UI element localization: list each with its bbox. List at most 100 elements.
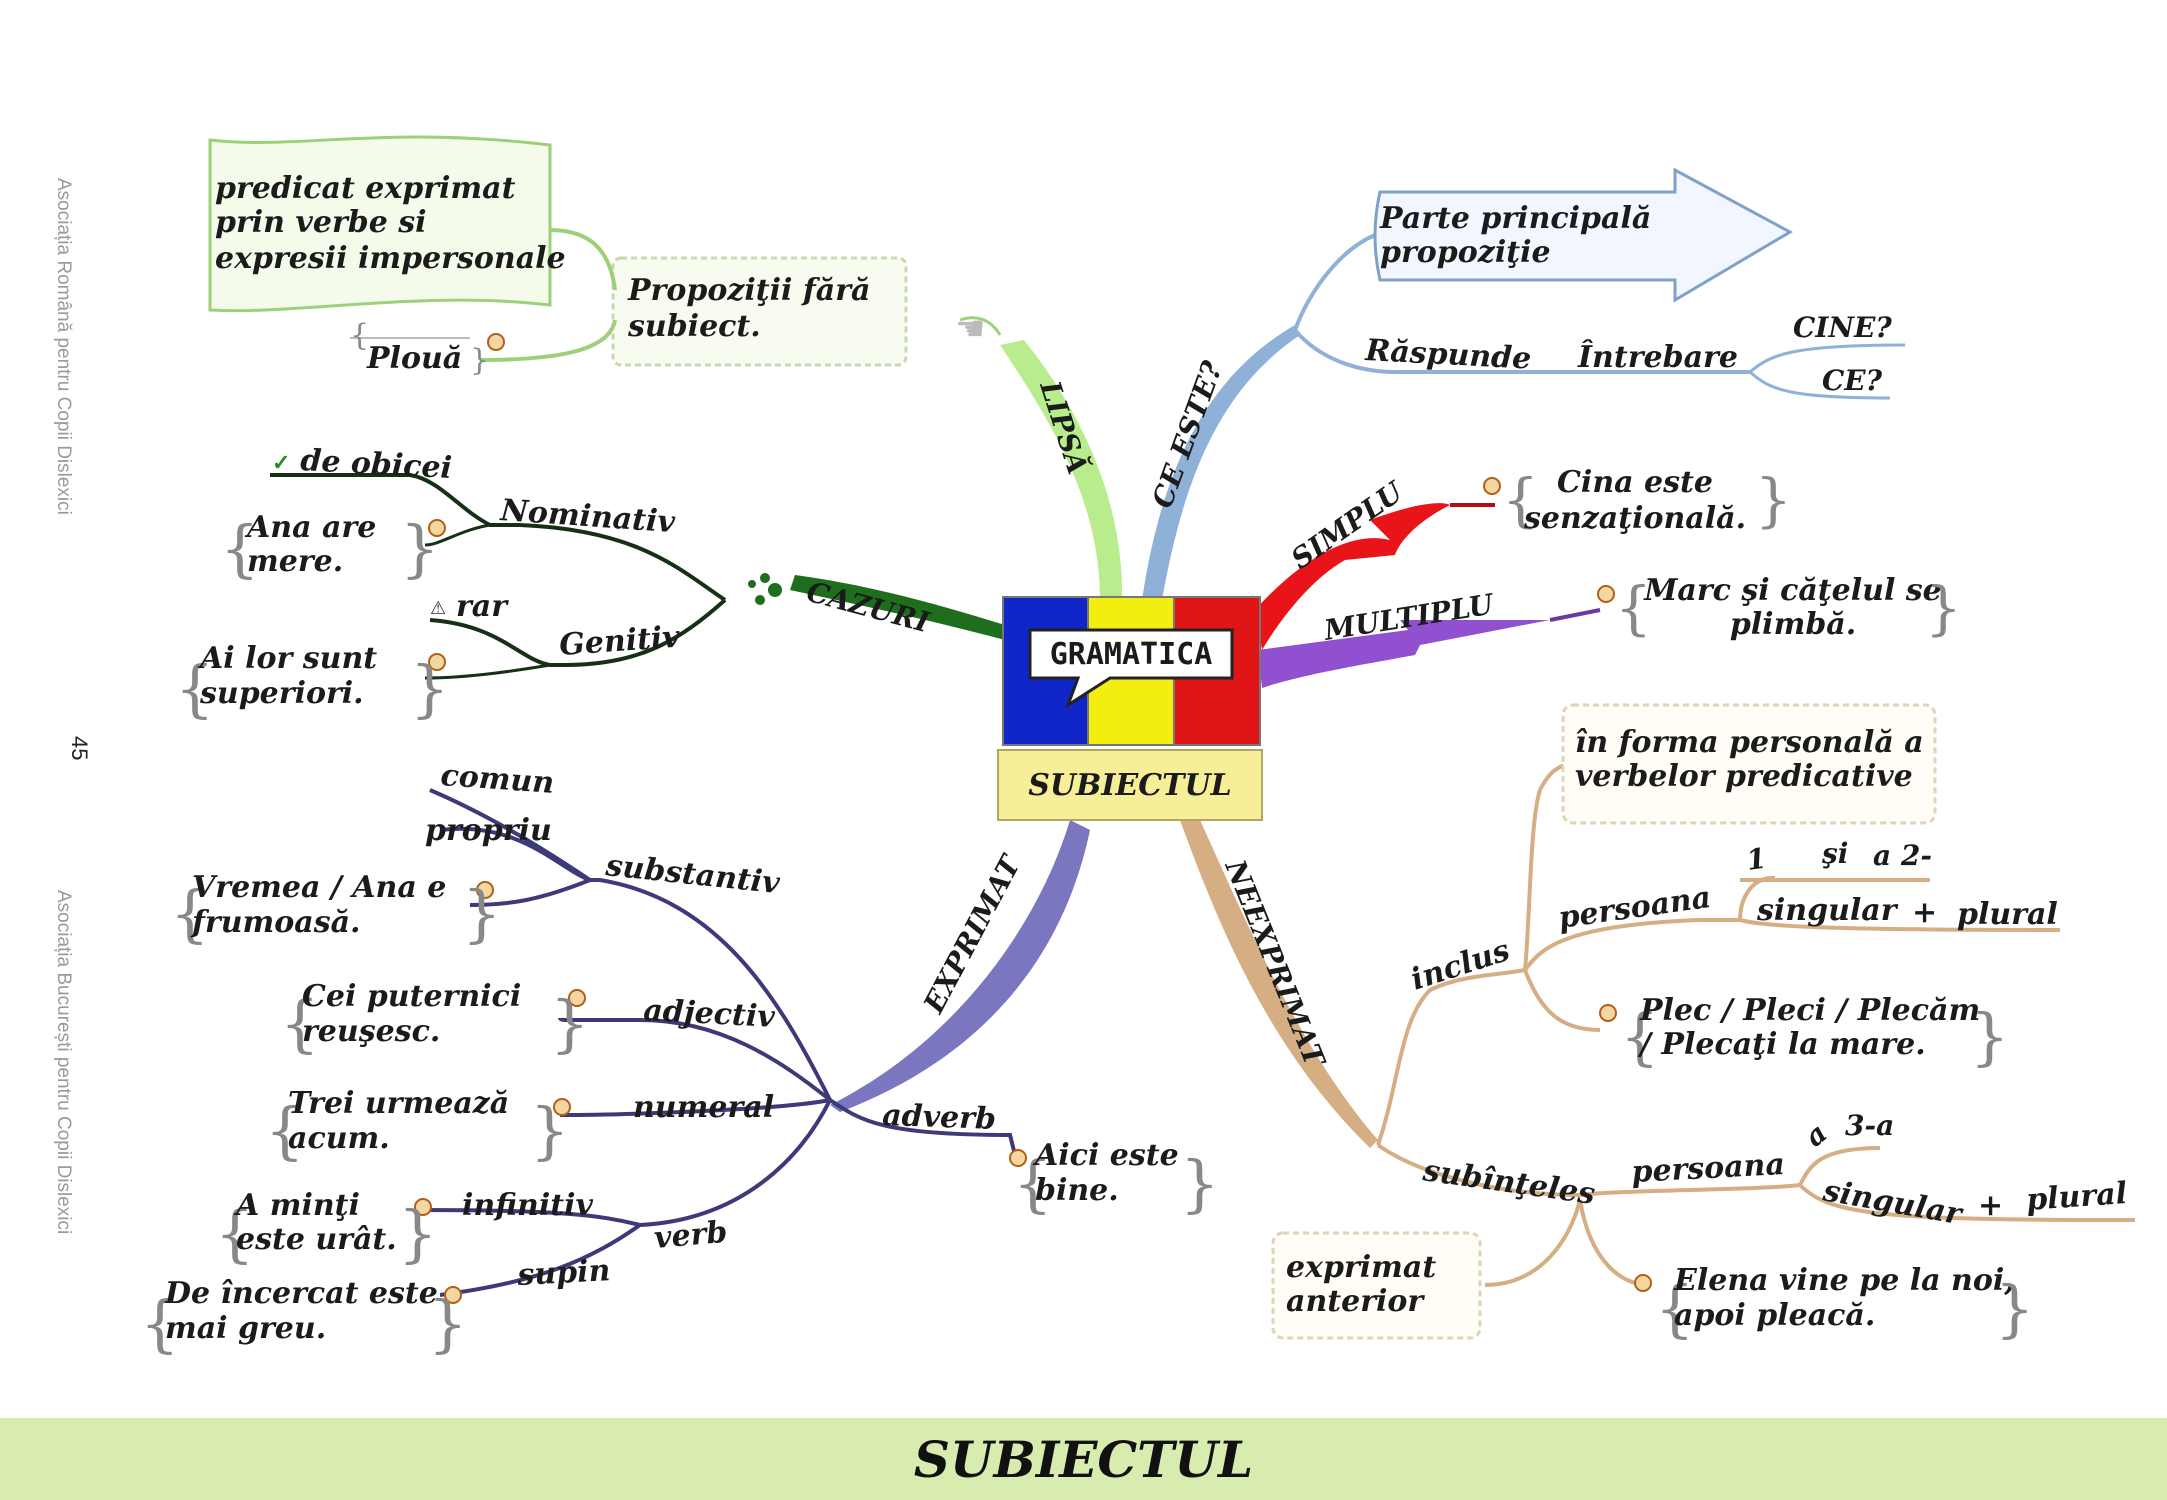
forma-personala-card <box>1561 703 1937 825</box>
example-bullet-icon <box>487 333 505 351</box>
supin-example-line-2: mai greu. <box>165 1311 326 1346</box>
adjectiv-example-line-1: Cei puternici <box>302 979 521 1014</box>
label-neexprimat: NEEXPRIMAT <box>1218 854 1332 1073</box>
svg-text:}: } <box>1970 1000 2009 1073</box>
example-bullet-icon <box>568 989 586 1007</box>
svg-text:}: } <box>1180 1147 1219 1220</box>
parte-line-1: Parte principală <box>1379 201 1651 236</box>
plural2-text: plural <box>2025 1176 2128 1218</box>
adjectiv-text: adjectiv <box>643 993 777 1035</box>
svg-text:{: { <box>1502 466 1539 534</box>
verb-text: verb <box>653 1215 729 1256</box>
persoana2-text: persoana <box>1631 1147 1786 1190</box>
svg-text:}: } <box>428 1287 467 1360</box>
example-bullet-icon <box>553 1098 571 1116</box>
branch-lipsa <box>1000 340 1123 600</box>
parte-principala-arrow <box>1373 167 1794 303</box>
a-text: a <box>1798 1116 1833 1153</box>
singular-text: singular <box>1756 893 1899 928</box>
exprimat-anterior-card <box>1271 1231 1482 1340</box>
plec-line-2: / Plecaţi la mare. <box>1637 1027 1926 1062</box>
supin-text: supin <box>516 1253 612 1293</box>
persoana-1-text: 1 <box>1744 842 1768 877</box>
branch-exprimat <box>830 820 1090 1112</box>
svg-text:{: { <box>175 652 214 725</box>
svg-text:{: { <box>1620 1000 1659 1073</box>
numeral-text: numeral <box>633 1090 774 1125</box>
svg-text:}: } <box>1925 574 1962 642</box>
comun-text: comun <box>439 758 555 801</box>
substantiv-example-line-1: Vremea / Ana e <box>192 870 446 905</box>
genitiv-example-line-1: Ai lor sunt <box>197 641 377 676</box>
label-lipsa: LIPSĂ <box>1033 376 1095 479</box>
predicat-card <box>208 135 552 313</box>
ce-text: CE? <box>1822 364 1883 397</box>
simplu-example-line-1: Cina este <box>1557 465 1713 500</box>
infinitiv-example-line-1: A minţi <box>233 1188 360 1223</box>
de-obicei-text: de obicei <box>300 443 453 486</box>
svg-text:}: } <box>550 987 589 1060</box>
plural-text: plural <box>1957 897 2058 932</box>
svg-text:{: { <box>1615 574 1652 642</box>
svg-text:{: { <box>265 1094 304 1167</box>
adverb-text: adverb <box>882 1098 997 1137</box>
genitiv-text: Genitiv <box>558 620 681 663</box>
svg-text:{: { <box>215 1197 254 1270</box>
nominativ-text: Nominativ <box>498 493 676 540</box>
predicat-line-3: expresii impersonale <box>215 241 566 276</box>
propozitii-line-2: subiect. <box>627 309 761 344</box>
svg-text:{: { <box>280 987 319 1060</box>
persoana-2-text: a 2- <box>1873 839 1932 872</box>
adverb-example-line-1: Aici este <box>1032 1138 1179 1173</box>
genitiv-example-line-2: superiori. <box>199 676 364 711</box>
center-title: GRAMATICA <box>1050 637 1213 672</box>
svg-text:}: } <box>530 1094 569 1167</box>
ploua-text: Plouă <box>366 341 462 376</box>
nominativ-example-line-1: Ana are <box>244 510 376 545</box>
cine-text: CINE? <box>1793 311 1892 344</box>
forma-line-1: în forma personală a <box>1575 725 1924 760</box>
svg-text:{: { <box>170 877 209 950</box>
rar-text: rar <box>456 589 509 624</box>
infinitiv-example-line-2: este urât. <box>236 1222 397 1257</box>
elena-line-2: apoi pleacă. <box>1674 1298 1875 1333</box>
example-bullet-icon <box>476 881 494 899</box>
numeral-example-line-2: acum. <box>288 1121 390 1156</box>
example-bullet-icon <box>428 519 446 537</box>
branch-neexprimat <box>1180 820 1378 1148</box>
page-number: 45 <box>67 736 92 760</box>
branch-multiplu <box>1258 620 1550 688</box>
example-bullet-icon <box>1009 1149 1027 1167</box>
predicat-line-1: predicat exprimat <box>215 171 516 206</box>
multiplu-example-line-2: plimbă. <box>1730 607 1856 642</box>
example-bullet-icon <box>414 1198 432 1216</box>
simplu-example-line-2: senzaţională. <box>1523 501 1746 536</box>
persoana-text: persoana <box>1556 880 1713 936</box>
infinitiv-text: infinitiv <box>462 1188 593 1223</box>
svg-text:}: } <box>470 343 489 378</box>
footer-title: SUBIECTUL <box>913 1429 1254 1489</box>
singular2-text: singular <box>1820 1173 1967 1232</box>
checkmark-icon: ✓ <box>272 450 290 476</box>
svg-text:{: { <box>350 318 369 353</box>
nominativ-example-line-2: mere. <box>247 544 343 579</box>
svg-text:}: } <box>400 512 439 585</box>
multiplu-example-line-1: Marc şi căţelul se <box>1643 573 1942 608</box>
elena-line-1: Elena vine pe la noi, <box>1673 1263 2015 1298</box>
branch-ce-este <box>1142 325 1300 600</box>
intrebare-text: Întrebare <box>1577 339 1738 375</box>
center-subtitle-box <box>997 749 1263 821</box>
warning-icon: ⚠ <box>430 598 446 619</box>
svg-text:{: { <box>1655 1272 1694 1345</box>
plus-text: + <box>1912 895 1937 930</box>
svg-text:}: } <box>1995 1272 2034 1345</box>
example-bullet-icon <box>428 653 446 671</box>
branch-cazuri <box>790 575 1005 640</box>
propozitii-fara-subiect-card <box>611 256 908 367</box>
adverb-example-line-2: bine. <box>1035 1173 1119 1208</box>
substantiv-text: substantiv <box>603 848 782 901</box>
si-text: şi <box>1821 837 1848 870</box>
watermark-top: Asociația Română pentru Copii Dislexici <box>53 178 74 515</box>
svg-text:}: } <box>398 1197 437 1270</box>
